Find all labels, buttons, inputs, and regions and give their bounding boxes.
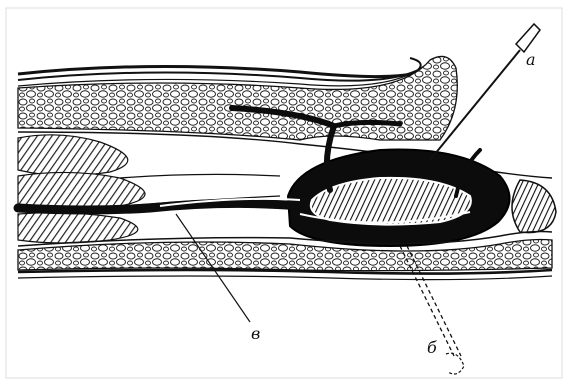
muscle-bundle-1 — [18, 135, 128, 176]
label-v: в — [251, 326, 260, 342]
label-a: a — [526, 52, 536, 68]
fat-layer-bottom — [18, 240, 552, 271]
muscle-bundle-3 — [18, 213, 138, 243]
label-b: б — [427, 340, 437, 356]
bone-right — [512, 180, 556, 233]
skin-bottom-line — [18, 270, 552, 274]
needle-a-hub — [516, 24, 540, 52]
